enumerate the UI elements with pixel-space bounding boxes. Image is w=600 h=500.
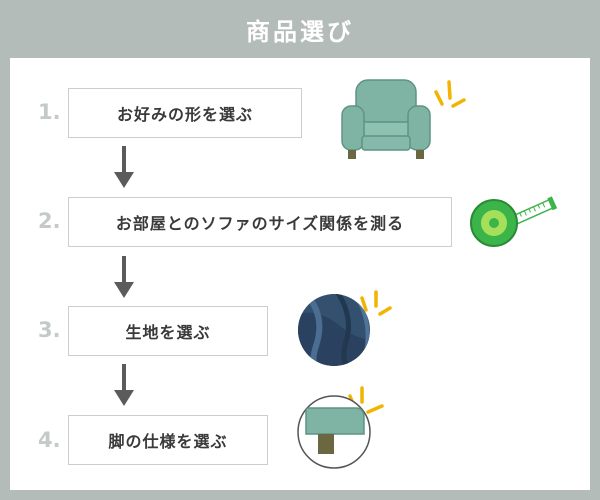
- down-arrow-icon: [114, 146, 134, 188]
- step-number-3: 3.: [38, 318, 61, 342]
- armchair-icon: [341, 79, 466, 159]
- down-arrow-icon: [114, 256, 134, 298]
- step-number-4: 4.: [38, 428, 61, 452]
- step-number-2: 2.: [38, 209, 61, 233]
- page-title: 商品選び: [246, 17, 354, 46]
- step-2-label: お部屋とのソファのサイズ関係を測る: [115, 214, 405, 233]
- step-1-box: お好みの形を選ぶ: [68, 88, 302, 138]
- sofa-leg-icon: [297, 386, 384, 469]
- step-2-box: お部屋とのソファのサイズ関係を測る: [68, 197, 452, 247]
- step-3-label: 生地を選ぶ: [125, 323, 211, 342]
- step-number-1: 1.: [38, 100, 61, 124]
- fabric-swatch-icon: [298, 290, 392, 366]
- step-1-label: お好みの形を選ぶ: [116, 105, 253, 124]
- down-arrow-icon: [114, 364, 134, 406]
- header-bar: 商品選び: [0, 0, 600, 58]
- tape-measure-icon: [470, 196, 558, 247]
- step-3-box: 生地を選ぶ: [68, 306, 268, 356]
- step-4-label: 脚の仕様を選ぶ: [108, 432, 228, 451]
- step-4-box: 脚の仕様を選ぶ: [68, 415, 268, 465]
